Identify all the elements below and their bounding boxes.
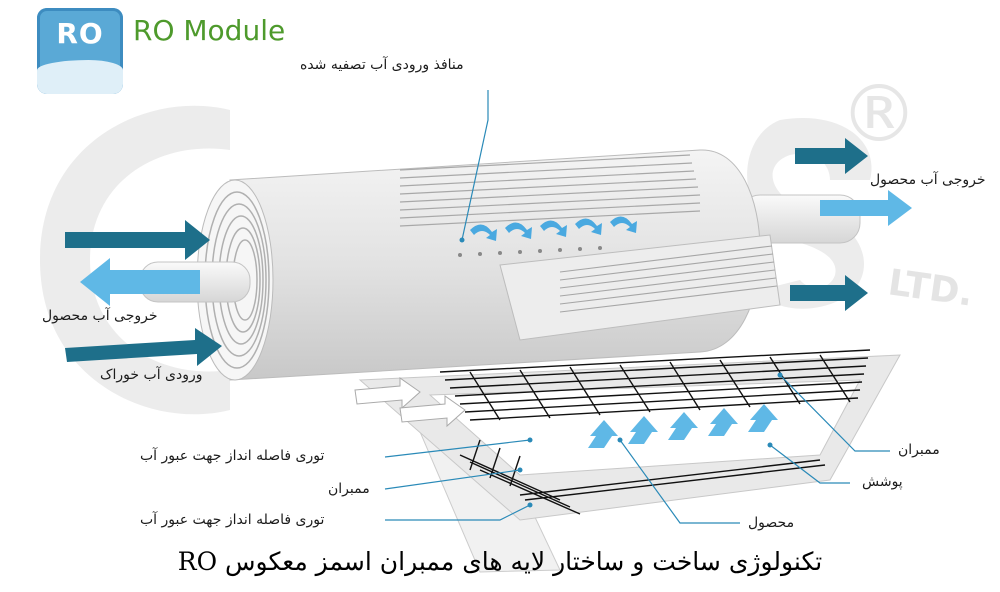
- label-product: محصول: [748, 515, 795, 531]
- membrane-layers: [354, 349, 901, 573]
- product-arrow-right-mid: [820, 190, 912, 226]
- diagram-caption: تکنولوژی ساخت و ساختار لایه های ممبران ا…: [177, 547, 823, 576]
- label-membrane-left: ممبران: [328, 481, 370, 497]
- membrane-cylinder: [229, 149, 781, 381]
- leader-lines: [384, 90, 890, 524]
- water-drops-icon: [37, 60, 123, 94]
- logo-badge-text: RO: [56, 17, 104, 50]
- logo-title: RO Module: [133, 14, 286, 47]
- label-treated-water-ports: منافذ ورودی آب تصفیه شده: [300, 57, 464, 73]
- label-spacer-mesh-bottom: توری فاصله انداز جهت عبور آب: [140, 512, 325, 528]
- inner-flow-arrows: [470, 216, 637, 241]
- label-spacer-mesh-top: توری فاصله انداز جهت عبور آب: [140, 448, 325, 464]
- product-arrow-right-top: [795, 138, 868, 174]
- label-product-outlet-right: خروجی آب محصول: [870, 172, 986, 188]
- label-product-outlet-left: خروجی آب محصول: [42, 308, 158, 324]
- label-cover: پوشش: [862, 474, 903, 490]
- product-arrow-left: [80, 258, 200, 306]
- permeate-up-arrows: [588, 404, 778, 448]
- perforation-dots: [458, 246, 602, 257]
- feed-arrow-bottom: [65, 328, 222, 366]
- label-membrane-right: ممبران: [898, 442, 940, 458]
- product-arrow-right-bottom: [790, 275, 868, 311]
- label-feed-water-inlet: ورودی آب خوراک: [100, 367, 203, 383]
- feed-arrow-top: [65, 220, 210, 260]
- ro-logo: RO: [37, 8, 123, 94]
